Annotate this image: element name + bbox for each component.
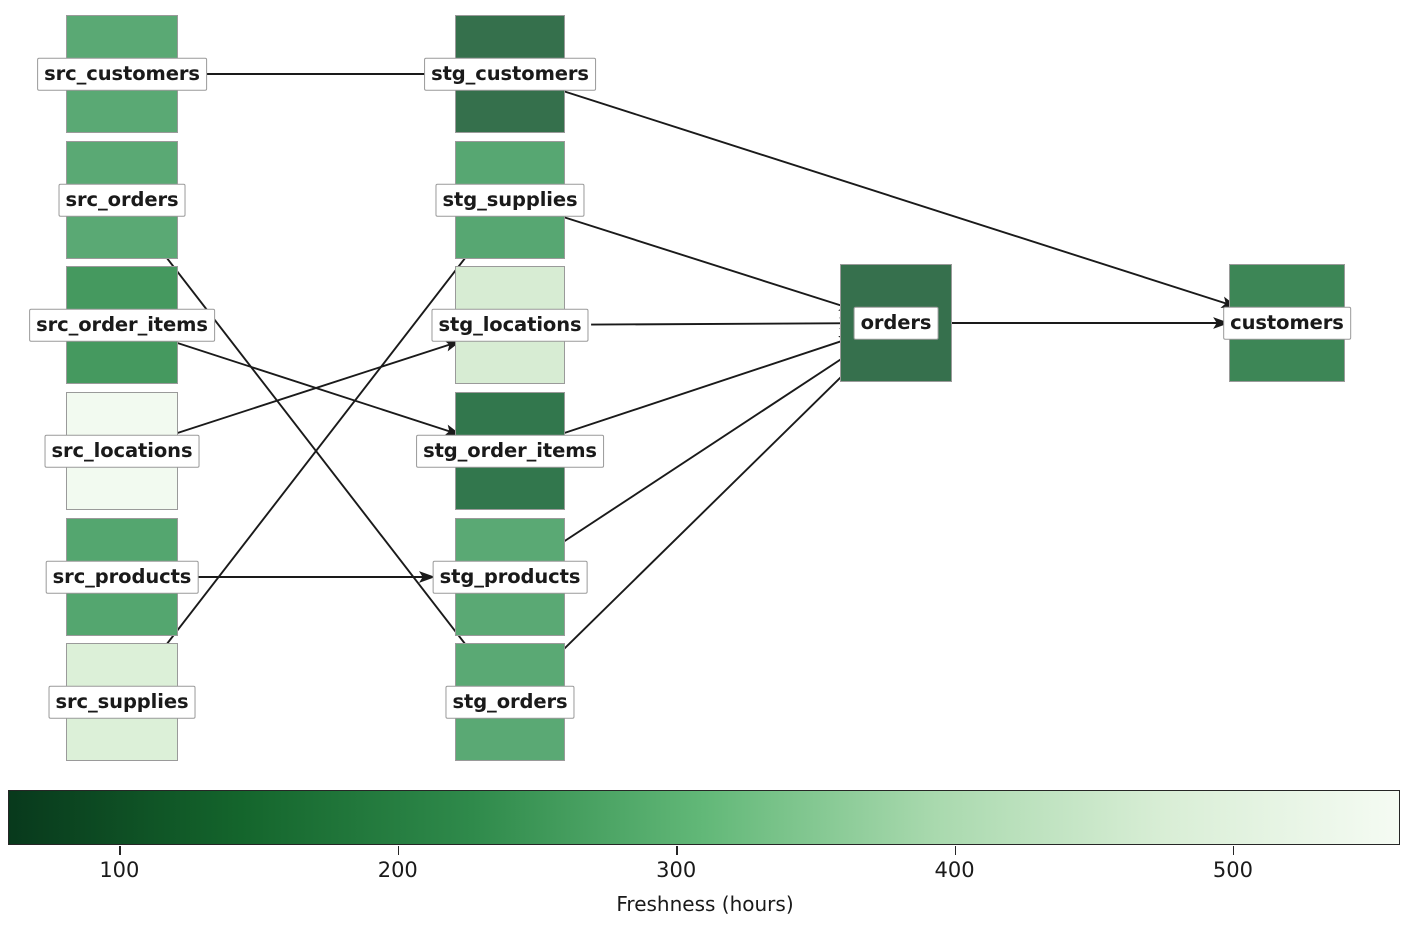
colorbar-tick-100 <box>119 846 121 855</box>
colorbar-tick-label-500: 500 <box>1212 858 1253 882</box>
edge-stg_order_items-to-orders <box>558 335 856 436</box>
colorbar: 100 200 300 400 500 Freshness (hours) <box>0 780 1410 926</box>
colorbar-tick-500 <box>1232 846 1235 855</box>
edges-group <box>133 73 1238 687</box>
node-label-stg_customers[interactable]: stg_customers <box>424 57 596 91</box>
edge-stg_orders-to-orders <box>525 338 881 687</box>
colorbar-tick-300 <box>676 846 678 855</box>
edge-stg_locations-to-orders <box>591 317 856 330</box>
node-label-src_locations[interactable]: src_locations <box>44 434 200 468</box>
node-label-orders[interactable]: orders <box>853 306 939 340</box>
node-label-stg_products[interactable]: stg_products <box>432 560 588 594</box>
colorbar-gradient <box>8 790 1400 845</box>
node-label-src_supplies[interactable]: src_supplies <box>48 685 196 719</box>
edge-src_order_items-to-stg_order_items <box>171 340 462 436</box>
colorbar-axis-label: Freshness (hours) <box>616 892 794 916</box>
node-label-stg_orders[interactable]: stg_orders <box>445 685 575 719</box>
colorbar-tick-label-100: 100 <box>99 858 140 882</box>
edge-layer <box>133 73 1238 687</box>
node-label-stg_order_items[interactable]: stg_order_items <box>416 434 604 468</box>
node-label-src_order_items[interactable]: src_order_items <box>29 308 215 342</box>
colorbar-tick-200 <box>397 846 400 855</box>
node-label-src_customers[interactable]: src_customers <box>37 57 207 91</box>
colorbar-tick-label-200: 200 <box>377 858 418 882</box>
node-label-stg_locations[interactable]: stg_locations <box>431 308 589 342</box>
edge-src_locations-to-stg_locations <box>171 340 462 436</box>
node-label-src_products[interactable]: src_products <box>45 560 199 594</box>
node-label-customers[interactable]: customers <box>1223 306 1351 340</box>
colorbar-tick-label-300: 300 <box>656 858 697 882</box>
node-label-src_orders[interactable]: src_orders <box>58 183 186 217</box>
node-label-stg_supplies[interactable]: stg_supplies <box>435 183 585 217</box>
colorbar-tick-400 <box>954 846 956 855</box>
edge-stg_supplies-to-orders <box>559 215 856 311</box>
colorbar-tick-label-400: 400 <box>934 858 975 882</box>
